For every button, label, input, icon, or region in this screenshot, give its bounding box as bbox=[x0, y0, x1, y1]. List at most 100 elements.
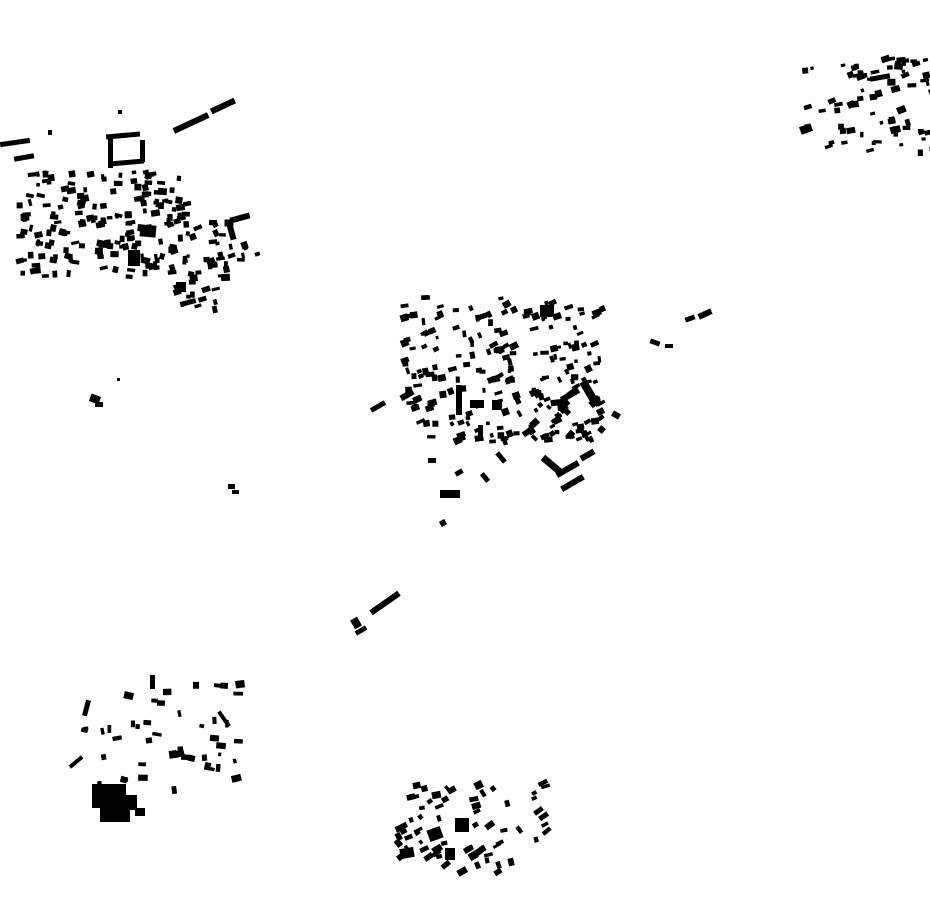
building bbox=[421, 317, 426, 326]
building bbox=[438, 518, 448, 528]
building bbox=[188, 232, 198, 241]
building bbox=[42, 203, 51, 208]
building bbox=[904, 118, 911, 127]
building bbox=[478, 425, 483, 441]
building bbox=[584, 430, 592, 437]
building bbox=[119, 775, 128, 784]
building bbox=[803, 103, 813, 111]
building bbox=[399, 846, 415, 860]
building bbox=[537, 778, 549, 787]
building bbox=[35, 171, 40, 178]
building bbox=[425, 371, 435, 378]
building bbox=[130, 177, 138, 185]
building bbox=[134, 183, 142, 191]
building bbox=[440, 795, 450, 804]
building bbox=[533, 806, 544, 816]
building bbox=[31, 262, 41, 268]
building bbox=[571, 383, 581, 391]
building bbox=[399, 388, 415, 402]
building bbox=[471, 821, 480, 829]
building bbox=[143, 224, 153, 233]
building bbox=[137, 223, 145, 232]
building bbox=[100, 753, 107, 761]
building bbox=[924, 71, 930, 79]
building bbox=[411, 373, 417, 380]
building bbox=[203, 256, 210, 263]
building bbox=[891, 125, 902, 134]
building bbox=[436, 814, 442, 822]
building bbox=[665, 344, 673, 348]
building bbox=[509, 350, 517, 356]
building bbox=[212, 298, 218, 306]
building bbox=[592, 379, 599, 385]
building bbox=[452, 308, 459, 313]
building bbox=[416, 368, 423, 374]
building bbox=[424, 404, 435, 413]
building bbox=[143, 719, 152, 726]
building bbox=[523, 310, 531, 317]
building bbox=[186, 254, 190, 258]
building bbox=[529, 325, 539, 332]
building bbox=[541, 317, 546, 322]
building bbox=[902, 125, 911, 131]
building bbox=[28, 224, 34, 232]
building bbox=[176, 282, 186, 292]
building bbox=[566, 362, 575, 371]
building bbox=[195, 270, 202, 275]
building bbox=[499, 329, 509, 338]
building bbox=[479, 369, 486, 374]
building bbox=[20, 270, 26, 276]
building bbox=[95, 402, 103, 407]
building bbox=[802, 67, 809, 74]
building bbox=[505, 375, 515, 384]
building bbox=[22, 217, 27, 223]
building bbox=[477, 312, 488, 321]
building bbox=[547, 298, 558, 307]
building bbox=[123, 691, 135, 701]
building bbox=[468, 305, 474, 312]
building bbox=[42, 170, 47, 178]
building bbox=[182, 200, 192, 207]
building bbox=[223, 261, 228, 267]
building bbox=[827, 97, 837, 105]
building bbox=[507, 369, 511, 374]
building bbox=[49, 214, 59, 220]
building bbox=[412, 394, 423, 404]
building bbox=[181, 211, 190, 217]
building bbox=[530, 434, 539, 442]
building bbox=[554, 411, 561, 419]
building bbox=[593, 361, 601, 366]
building bbox=[118, 110, 122, 114]
building bbox=[101, 174, 105, 180]
building bbox=[834, 107, 841, 114]
building bbox=[83, 726, 89, 731]
building bbox=[507, 857, 515, 867]
building bbox=[576, 330, 584, 336]
building bbox=[529, 388, 537, 396]
building bbox=[66, 186, 77, 195]
building bbox=[449, 421, 455, 427]
building bbox=[62, 196, 69, 203]
building bbox=[171, 785, 178, 795]
building bbox=[447, 365, 458, 373]
building bbox=[549, 355, 555, 363]
building bbox=[57, 204, 64, 210]
building bbox=[576, 423, 585, 431]
building bbox=[579, 448, 596, 462]
building bbox=[432, 420, 439, 427]
building bbox=[527, 428, 537, 436]
building bbox=[201, 754, 208, 762]
building bbox=[141, 183, 150, 192]
building bbox=[369, 400, 387, 413]
building bbox=[579, 311, 586, 316]
building bbox=[515, 825, 524, 835]
building bbox=[228, 243, 233, 250]
building bbox=[420, 343, 428, 350]
building bbox=[431, 364, 438, 371]
building bbox=[440, 840, 448, 846]
building bbox=[400, 356, 410, 365]
building bbox=[598, 305, 607, 313]
building bbox=[476, 332, 483, 339]
building bbox=[436, 310, 445, 319]
building bbox=[174, 196, 183, 205]
